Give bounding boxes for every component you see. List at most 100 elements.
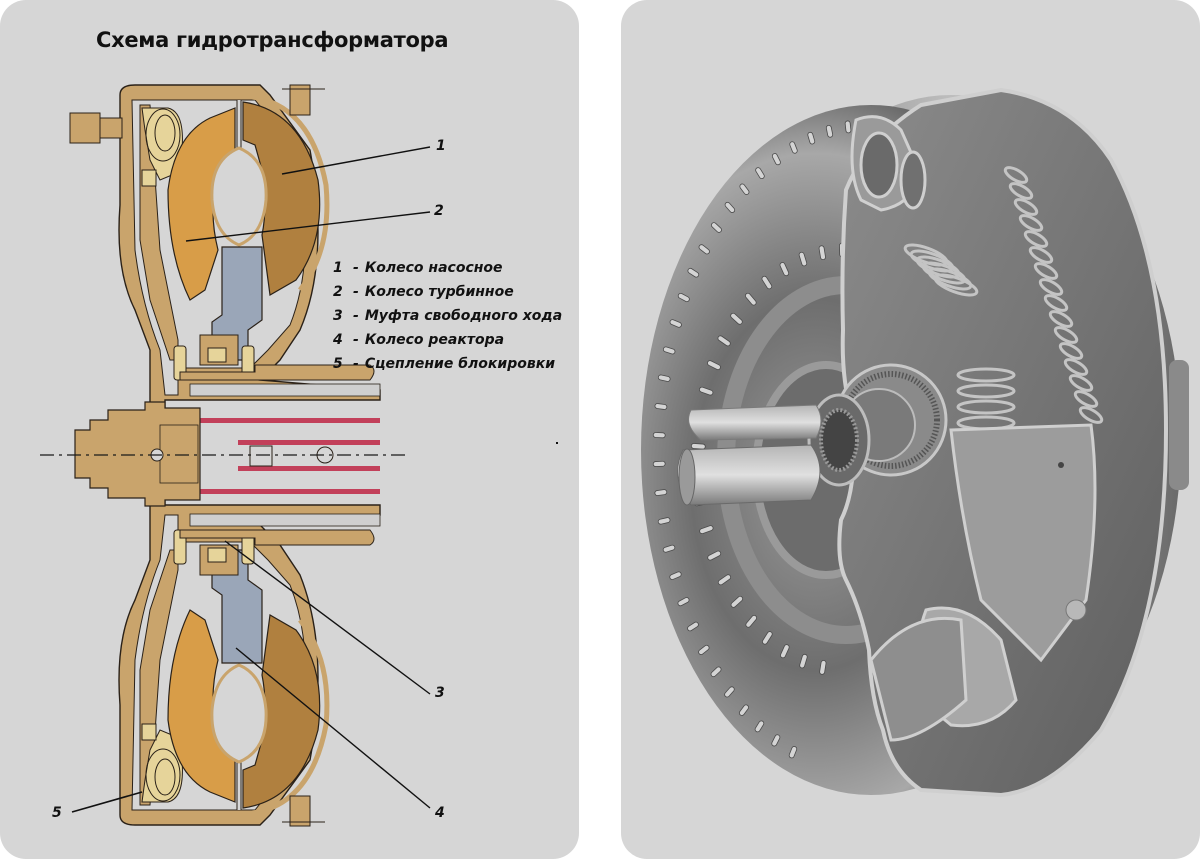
legend-number: 4	[333, 332, 343, 348]
pump-hub-top	[179, 364, 375, 381]
pilot-stub-top-left	[69, 112, 101, 144]
leader-line-5	[71, 791, 143, 813]
spring-coil	[1028, 246, 1054, 264]
turbine-vane-shell	[869, 616, 968, 742]
legend-number: 1	[333, 260, 343, 276]
shaft-bore-block	[249, 445, 273, 467]
rivet-dimple	[771, 734, 781, 747]
lockup-clutch-top	[141, 107, 183, 187]
pilot-stub-top-right	[289, 84, 311, 116]
rivet-dimple	[657, 517, 671, 525]
spring-coil	[956, 383, 1016, 399]
rivet-dimple	[807, 131, 816, 145]
rivet-dimple	[698, 244, 710, 255]
spring-coil	[1058, 342, 1084, 360]
spring-coil	[1073, 390, 1099, 408]
rivet-dimple	[788, 746, 798, 759]
rivet-dimple	[819, 660, 827, 675]
rivet-dimple	[761, 275, 773, 290]
legend-item: 1-Колесо насосное	[333, 256, 562, 280]
spring-coil	[933, 273, 979, 297]
outer-damper-spring	[1003, 166, 1104, 424]
red-shaft-2	[238, 440, 380, 445]
rivet-dimple	[698, 644, 710, 655]
rivet-dimple	[687, 621, 699, 632]
legend: 1-Колесо насосное 2-Колесо турбинное 3-М…	[333, 256, 562, 376]
torque-converter-cutaway	[641, 87, 1189, 798]
legend-item: 5-Сцепление блокировки	[333, 352, 562, 376]
spring-coil	[1033, 262, 1059, 280]
spring-coil	[1078, 406, 1104, 424]
rivet-ring-outer	[652, 118, 908, 759]
spring-coil	[956, 367, 1016, 383]
rivet-dimple	[710, 666, 722, 678]
red-shaft-4	[168, 489, 380, 494]
spring-coil	[1038, 278, 1064, 296]
illustration-panel	[621, 0, 1200, 859]
legend-number: 3	[333, 308, 343, 324]
legend-label: Колесо реактора	[364, 332, 505, 348]
leader-line-4	[235, 647, 431, 809]
rivet-dimple	[818, 245, 826, 261]
rivet-dimple	[798, 251, 808, 267]
legend-item: 4-Колесо реактора	[333, 328, 562, 352]
rivet-dimple	[754, 720, 765, 733]
rivet-dimple	[662, 544, 676, 553]
callout-3: 3	[435, 685, 445, 701]
lockup-piston	[949, 423, 1097, 663]
vane-loop-1	[859, 131, 899, 199]
spring-coil	[927, 267, 973, 291]
rivet-dimple	[711, 222, 722, 233]
rivet-dimple	[654, 403, 668, 410]
red-shaft-3	[238, 466, 380, 471]
schematic-panel: Схема гидротрансформатора	[0, 0, 579, 859]
stray-dot	[556, 442, 558, 444]
rivet-dimple	[654, 489, 668, 496]
rivet-dimple	[799, 653, 808, 669]
rivet-dimple	[755, 167, 765, 180]
spring-coil	[1013, 198, 1039, 216]
piston-rivet	[1065, 599, 1087, 621]
rivet-dimple	[724, 686, 735, 698]
callout-2: 2	[434, 203, 444, 219]
rivet-dimple	[717, 335, 731, 347]
rivet-dimple	[780, 644, 790, 659]
rivet-dimple	[745, 292, 757, 306]
rivet-dimple	[687, 267, 700, 278]
leader-line-1	[281, 146, 431, 175]
spring-coil	[1043, 294, 1069, 312]
legend-number: 2	[333, 284, 343, 300]
rivet-dimple	[844, 120, 852, 134]
legend-label: Муфта свободного хода	[364, 308, 563, 324]
spring-coil	[1023, 230, 1049, 248]
rivet-dimple	[677, 292, 690, 303]
rivet-dimple	[652, 460, 666, 467]
legend-item: 2-Колесо турбинное	[333, 280, 562, 304]
legend-label: Колесо турбинное	[364, 284, 514, 300]
stator-shaft-top	[189, 383, 381, 397]
rivet-dimple	[745, 614, 758, 628]
rivet-dimple	[762, 631, 773, 645]
spring-coil	[956, 399, 1016, 415]
spring-coil	[1008, 182, 1034, 200]
rivet-dimple	[771, 153, 781, 166]
callout-4: 4	[435, 805, 445, 821]
rivet-ring-inner	[690, 242, 906, 675]
rivet-dimple	[717, 574, 732, 586]
torque-converter-schematic	[40, 84, 558, 827]
legend-number: 5	[333, 356, 343, 372]
spring-coil	[1068, 374, 1094, 392]
rivet-dimple	[662, 346, 676, 355]
rivet-dimple	[789, 141, 798, 154]
callout-5: 5	[52, 805, 62, 821]
rivet-dimple	[707, 550, 722, 561]
rivet-dimple	[707, 360, 721, 371]
rivet-dimple	[724, 201, 736, 213]
diagram-title: Схема гидротрансформатора	[96, 28, 449, 52]
rivet-dimple	[730, 312, 743, 325]
rivet-dimple	[730, 595, 744, 608]
rivet-dimple	[690, 443, 706, 450]
rivet-dimple	[779, 262, 790, 277]
legend-item: 3-Муфта свободного хода	[333, 304, 562, 328]
spring-coil	[1018, 214, 1044, 232]
